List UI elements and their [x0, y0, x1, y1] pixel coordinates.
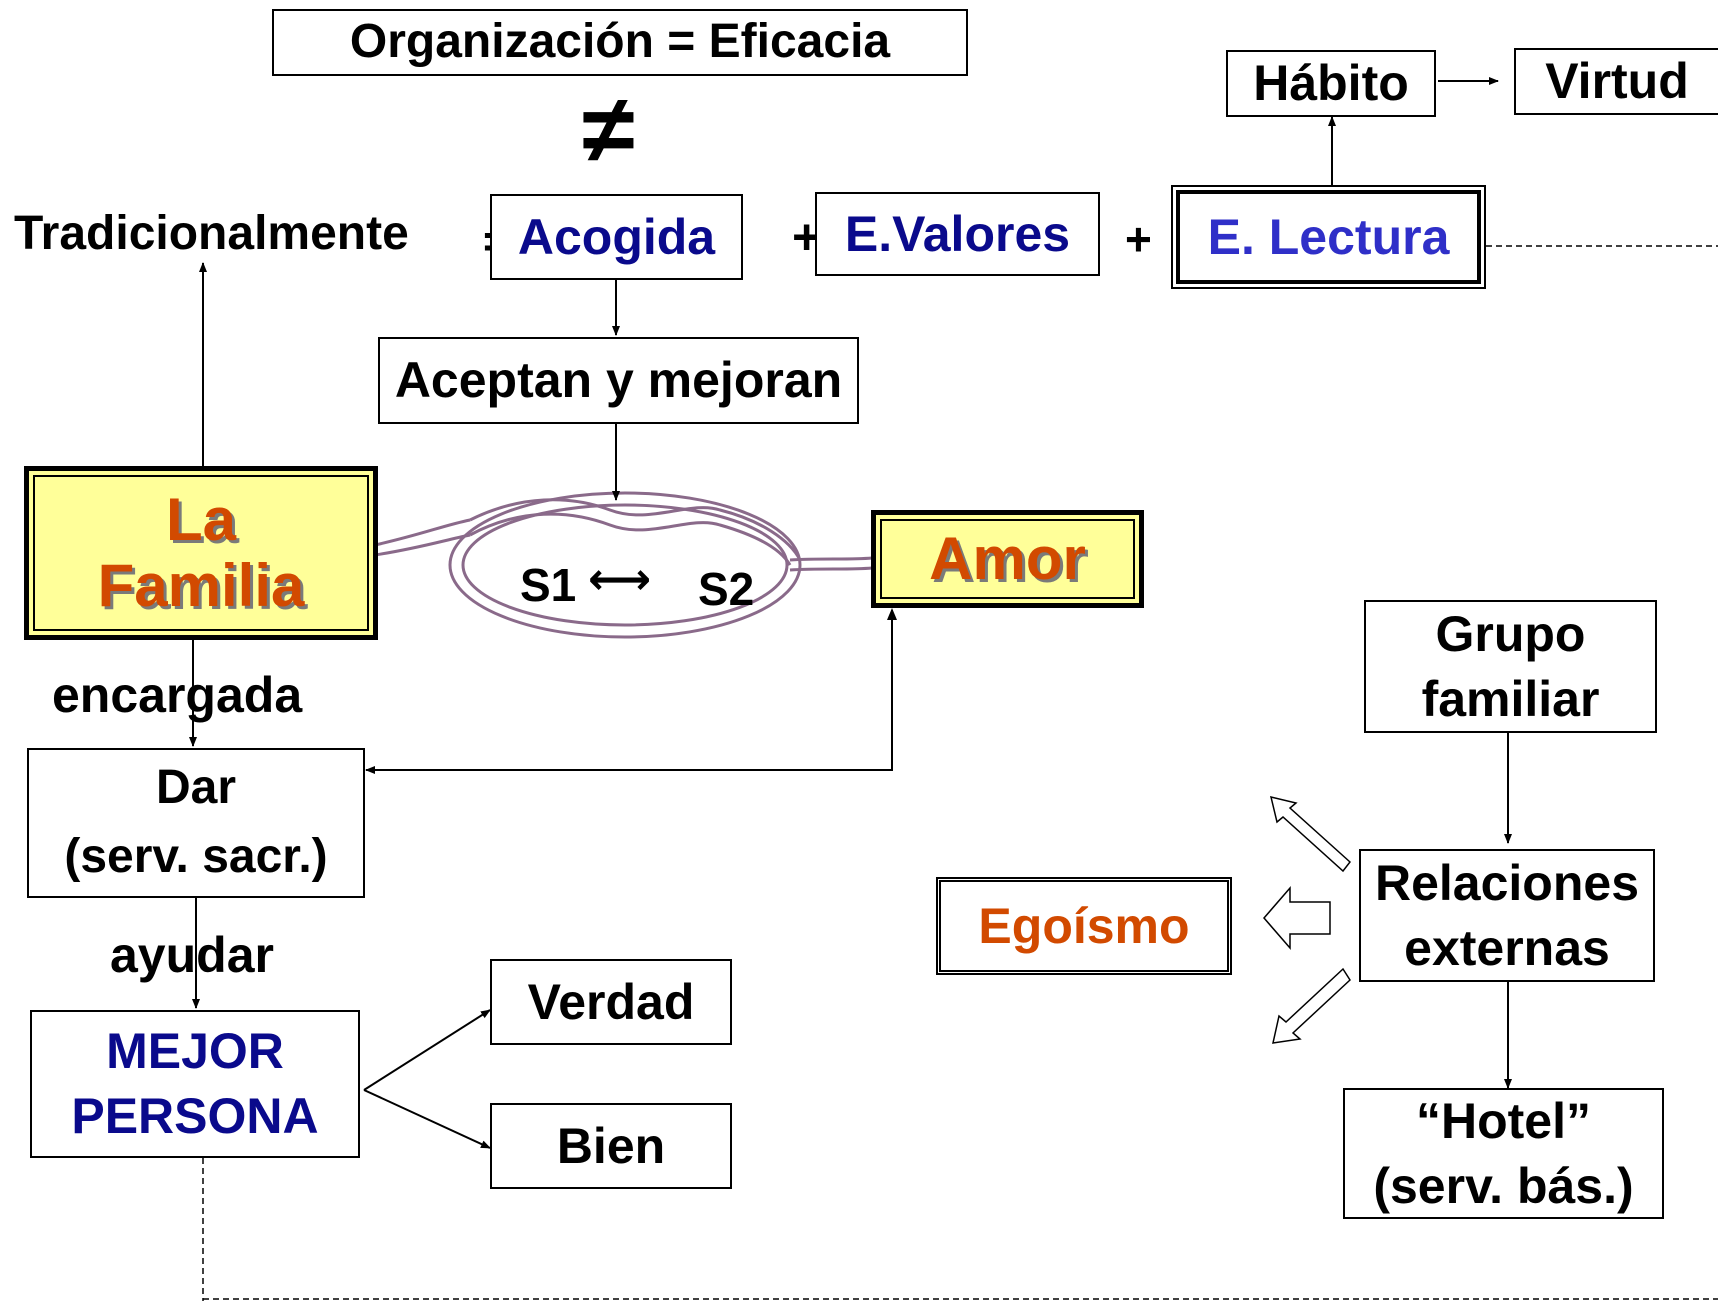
s1-label: S1 — [520, 559, 577, 611]
bien-label: Bien — [556, 1117, 666, 1174]
lectura-label: E. Lectura — [1207, 208, 1450, 265]
organizacion-label: Organización = Eficacia — [349, 15, 891, 69]
acogida-label: Acogida — [517, 208, 716, 265]
valores-box: E.Valores — [815, 192, 1100, 276]
bien-box: Bien — [490, 1103, 732, 1189]
verdad-label: Verdad — [527, 973, 695, 1030]
relaciones-label-line1: Relaciones — [1374, 854, 1639, 911]
virtud-label: Virtud — [1545, 53, 1689, 109]
habito-label: Hábito — [1253, 55, 1409, 111]
arrow-up-left-icon — [1269, 795, 1352, 873]
s1-s2-double-arrow-icon: ⟷ — [588, 555, 652, 604]
grupo-label-line1: Grupo — [1435, 605, 1586, 662]
hotel-label-line1: “Hotel” — [1416, 1092, 1591, 1149]
acogida-box: Acogida — [490, 194, 743, 280]
lectura-box: E. Lectura — [1171, 185, 1486, 289]
grupo-familiar-box: Grupo familiar — [1364, 600, 1657, 733]
familia-label-line2: Familia — [97, 552, 305, 619]
egoismo-box: Egoísmo — [936, 877, 1232, 975]
dar-box: Dar (serv. sacr.) — [27, 748, 365, 898]
encargada-label: encargada — [52, 667, 303, 723]
hotel-label-line2: (serv. bás.) — [1373, 1157, 1634, 1214]
hotel-box: “Hotel” (serv. bás.) — [1343, 1088, 1664, 1219]
egoismo-label: Egoísmo — [978, 897, 1190, 954]
aceptan-label: Aceptan y mejoran — [394, 352, 843, 408]
virtud-box: Virtud — [1514, 48, 1718, 115]
hollow-arrows — [1263, 795, 1352, 1044]
dar-label-line1: Dar — [155, 761, 237, 815]
arrow-left-icon — [1263, 885, 1331, 951]
verdad-box: Verdad — [490, 959, 732, 1045]
arrow-down-left-icon — [1272, 967, 1351, 1044]
familia-box: La Familia — [24, 466, 378, 640]
s2-label: S2 — [698, 563, 755, 615]
habito-box: Hábito — [1226, 50, 1436, 117]
amor-box: Amor — [871, 510, 1144, 608]
valores-label: E.Valores — [844, 205, 1071, 262]
relaciones-label-line2: externas — [1404, 919, 1610, 976]
knot-icon — [374, 491, 873, 639]
ayudar-label: ayudar — [110, 927, 274, 983]
dar-label-line2: (serv. sacr.) — [64, 830, 328, 883]
amor-label: Amor — [929, 525, 1086, 592]
mejor-persona-box: MEJOR PERSONA — [30, 1010, 360, 1158]
aceptan-box: Aceptan y mejoran — [378, 337, 859, 424]
persona-label-line1: MEJOR — [106, 1023, 284, 1079]
persona-label-line2: PERSONA — [71, 1088, 319, 1144]
grupo-label-line2: familiar — [1421, 670, 1600, 727]
tradicionalmente-label: Tradicionalmente — [14, 207, 409, 260]
relaciones-box: Relaciones externas — [1359, 849, 1655, 982]
organizacion-box: Organización = Eficacia — [272, 9, 968, 76]
plus-sign-2: + — [1125, 213, 1152, 265]
familia-label-line1: La — [165, 486, 237, 553]
not-equal-sign: ≠ — [582, 76, 635, 183]
